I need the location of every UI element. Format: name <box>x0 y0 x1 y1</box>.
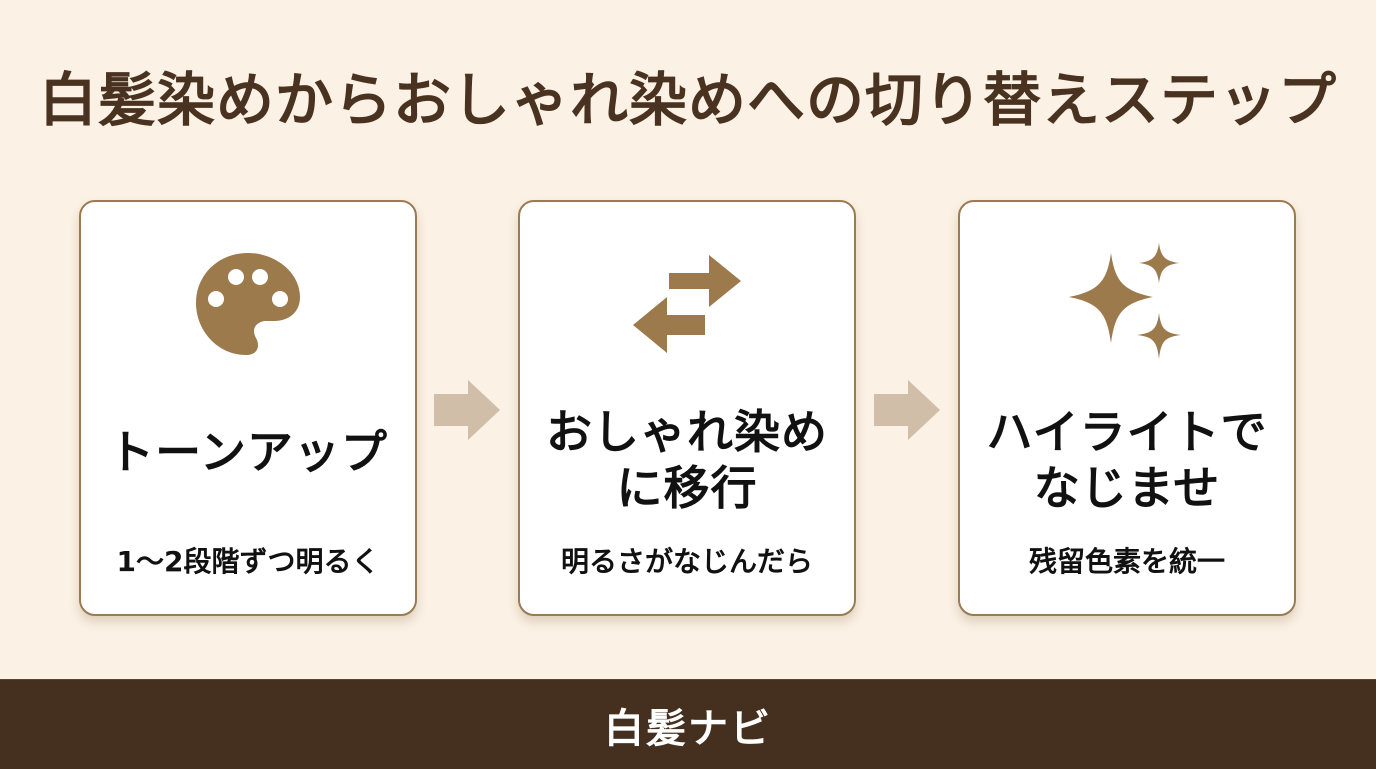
palette-icon <box>81 240 415 370</box>
arrow-right-icon <box>434 380 500 440</box>
footer-bar: 白髪ナビ <box>0 679 1376 769</box>
arrow-right-icon <box>874 380 940 440</box>
step-description: 1〜2段階ずつ明るく <box>116 545 380 578</box>
step-description: 残留色素を統一 <box>1028 545 1225 578</box>
sparkles-icon <box>960 240 1294 370</box>
swap-arrows-icon <box>520 240 854 370</box>
step-description: 明るさがなじんだら <box>560 545 813 578</box>
step-card-tone-up: トーンアップ 1〜2段階ずつ明るく <box>79 200 417 616</box>
step-heading: おしゃれ染め に移行 <box>546 405 828 515</box>
footer-brand: 白髪ナビ <box>604 705 772 752</box>
step-card-switch-to-fashion-color: おしゃれ染め に移行 明るさがなじんだら <box>518 200 856 616</box>
step-heading: ハイライトで なじませ <box>986 405 1268 515</box>
page-title: 白髪染めからおしゃれ染めへの切り替えステップ <box>38 66 1337 134</box>
step-card-highlight-blend: ハイライトで なじませ 残留色素を統一 <box>958 200 1296 616</box>
step-heading: トーンアップ <box>108 425 388 479</box>
